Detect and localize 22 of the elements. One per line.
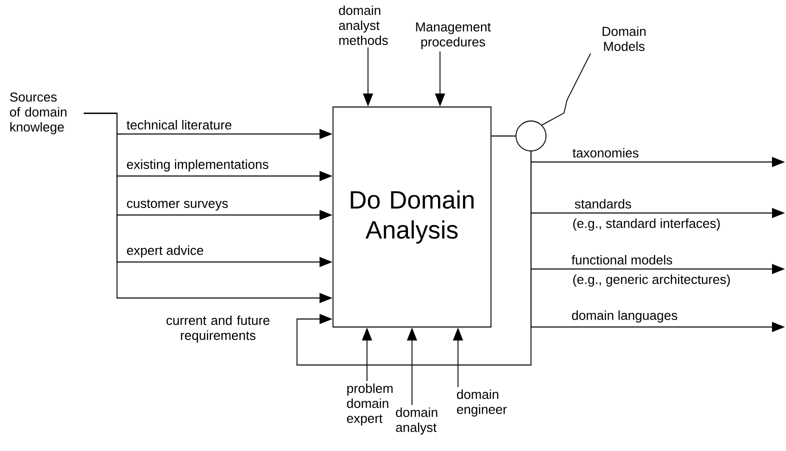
arrow [296, 151, 532, 366]
edge-label: current and future requirements [166, 315, 270, 343]
note-label: (e.g., generic architectures) [573, 274, 730, 287]
edge-label: functional models [572, 255, 672, 265]
mechanism-label: domain engineer [457, 389, 507, 417]
edge-label: domain languages [572, 310, 678, 323]
note-label: (e.g., standard interfaces) [573, 218, 720, 231]
input-label: domain analyst methods [339, 5, 388, 45]
leader-line [541, 53, 591, 126]
mechanism-label: problem domain expert [347, 383, 393, 426]
edge-label: taxonomies [572, 148, 638, 158]
edge-label: standards [574, 199, 632, 209]
edge-label: customer surveys [127, 199, 228, 211]
callout-label: Domain Models [602, 26, 646, 51]
junction-circle [516, 120, 546, 152]
source-label: Sources of domain knowlege [10, 92, 66, 134]
edge-label: existing implementations [127, 159, 268, 172]
input-label: Management procedures [416, 22, 491, 50]
edge-label: expert advice [127, 245, 204, 258]
process-box: Do Domain Analysis [332, 106, 492, 328]
mechanism-label: domain analyst [396, 407, 438, 435]
edge-label: technical literature [126, 120, 232, 130]
